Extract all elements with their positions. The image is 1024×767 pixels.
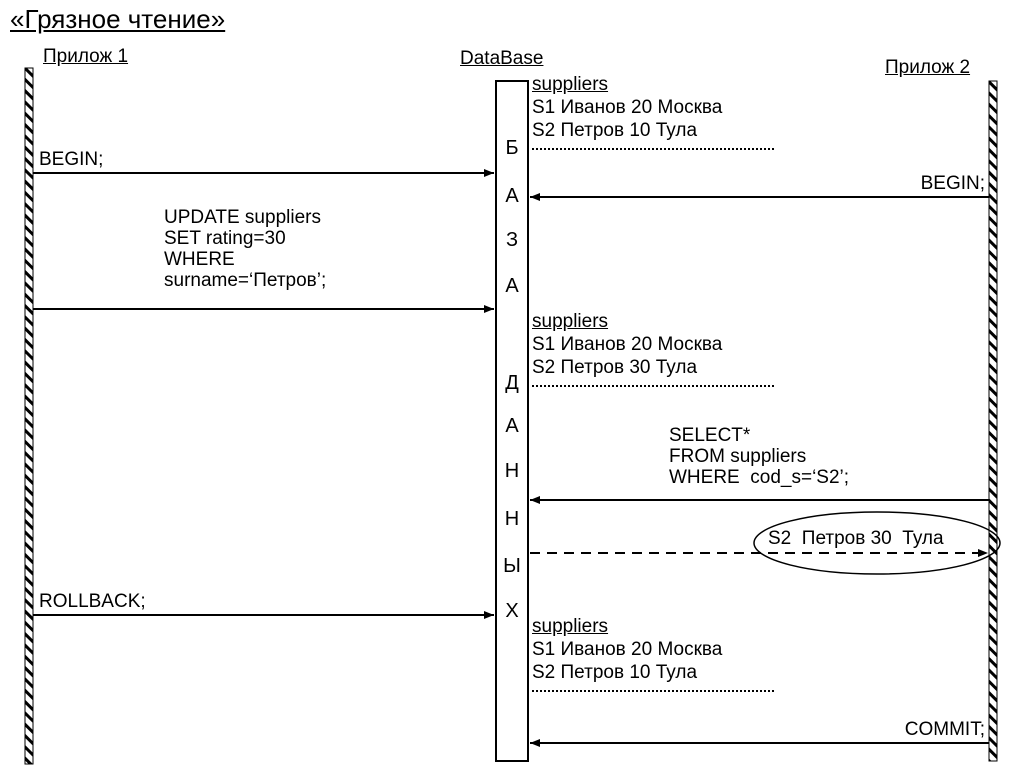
table-row: S2 Петров 10 Тула	[532, 120, 698, 141]
table-state-initial: suppliers S1 Иванов 20 Москва S2 Петров …	[532, 73, 774, 150]
db-letter: А	[505, 275, 519, 297]
db-letter: Н	[504, 508, 520, 530]
message-label-app1-begin: BEGIN;	[39, 149, 104, 170]
db-letter: Д	[505, 372, 519, 394]
page-title: «Грязное чтение»	[10, 4, 226, 34]
table-row: S1 Иванов 20 Москва	[532, 97, 723, 118]
dirty-read-highlight	[753, 511, 1001, 575]
message-label-update: UPDATE suppliers SET rating=30 WHERE sur…	[164, 207, 327, 291]
db-letter: З	[505, 229, 519, 251]
db-letter: Ы	[503, 555, 521, 577]
db-letter: Х	[505, 600, 519, 622]
actor-database: DataBase	[460, 48, 544, 69]
actor-app1: Прилож 1	[43, 46, 129, 67]
message-label-app2-begin: BEGIN;	[920, 173, 985, 194]
table-row: S1 Иванов 20 Москва	[532, 334, 723, 355]
actor-app2: Прилож 2	[885, 57, 971, 78]
table-continuation-dots	[532, 379, 774, 387]
database-box	[495, 80, 529, 762]
table-row: S1 Иванов 20 Москва	[532, 639, 723, 660]
message-label-dirty-result: S2 Петров 30 Тула	[768, 528, 944, 549]
app1-lifeline	[24, 67, 34, 765]
table-name: suppliers	[532, 74, 609, 95]
table-continuation-dots	[532, 142, 774, 150]
db-letter: Н	[504, 460, 520, 482]
app2-lifeline	[988, 80, 998, 762]
table-row: S2 Петров 30 Тула	[532, 357, 698, 378]
table-name: suppliers	[532, 616, 609, 637]
db-letter: Б	[505, 137, 519, 159]
message-label-select: SELECT* FROM suppliers WHERE cod_s=‘S2’;	[669, 425, 850, 488]
table-name: suppliers	[532, 311, 609, 332]
table-state-after-update: suppliers S1 Иванов 20 Москва S2 Петров …	[532, 310, 774, 387]
table-state-after-rollback: suppliers S1 Иванов 20 Москва S2 Петров …	[532, 615, 774, 692]
message-label-commit: COMMIT;	[904, 719, 985, 740]
table-row: S2 Петров 10 Тула	[532, 662, 698, 683]
table-continuation-dots	[532, 684, 774, 692]
db-letter: А	[505, 415, 519, 437]
db-letter: А	[505, 185, 519, 207]
message-label-rollback: ROLLBACK;	[39, 591, 146, 612]
